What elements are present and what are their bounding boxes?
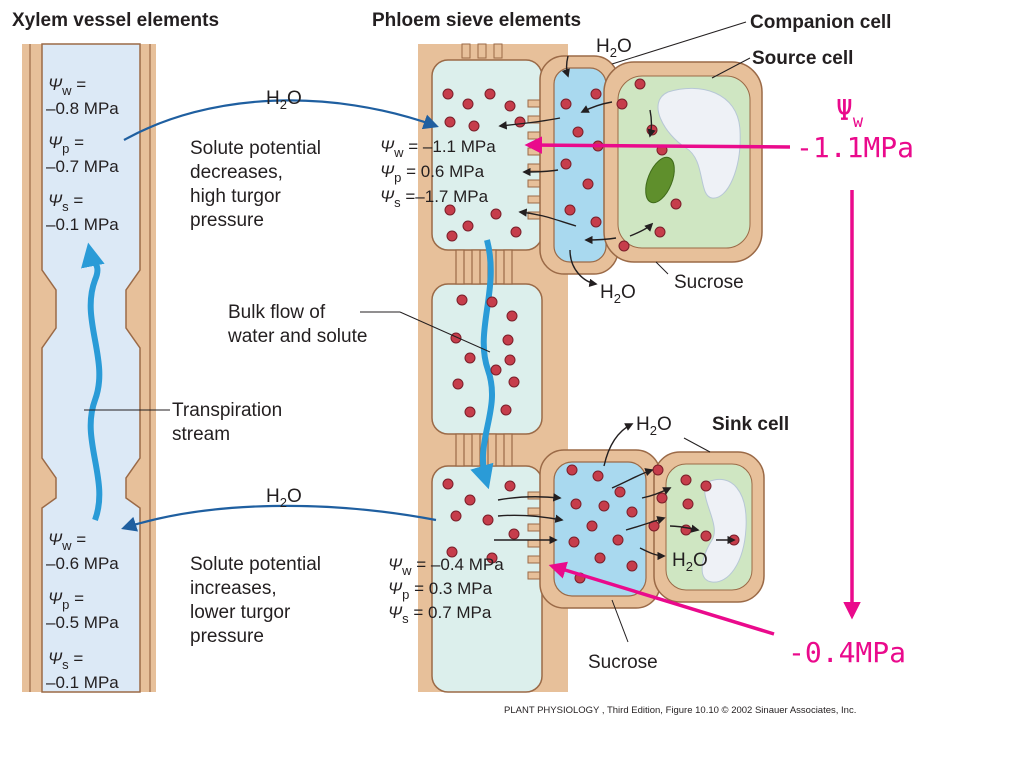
- svg-text:–0.1 MPa: –0.1 MPa: [46, 215, 119, 234]
- h2o-label-companion-bottom: H2O: [600, 282, 636, 306]
- sucrose-molecules: [442, 78, 740, 584]
- svg-text:Ψp = 0.6 MPa: Ψp = 0.6 MPa: [380, 162, 485, 185]
- svg-text:Bulk flow of: Bulk flow of: [228, 302, 326, 323]
- svg-text:stream: stream: [172, 424, 230, 445]
- svg-text:pressure: pressure: [190, 626, 264, 647]
- annotation-psi-w: Ψw: [836, 94, 864, 132]
- xylem-top-values: Ψw = –0.8 MPa Ψp = –0.7 MPa Ψs = –0.1 MP…: [46, 75, 119, 234]
- svg-text:increases,: increases,: [190, 578, 277, 599]
- svg-text:–0.7 MPa: –0.7 MPa: [46, 157, 119, 176]
- svg-text:Ψp =: Ψp =: [48, 133, 84, 156]
- heading-sink: Sink cell: [712, 414, 789, 435]
- h2o-label-top-xylem: H2O: [266, 88, 302, 112]
- h2o-label-sink-bottom: H2O: [672, 550, 708, 574]
- phloem-source-values: Ψw = –1.1 MPa Ψp = 0.6 MPa Ψs =–1.7 MPa: [380, 137, 496, 210]
- sink-vacuole: [701, 478, 747, 583]
- svg-text:Ψw =: Ψw =: [48, 75, 86, 98]
- svg-text:Solute potential: Solute potential: [190, 138, 321, 159]
- source-description: Solute potential decreases, high turgor …: [190, 138, 321, 231]
- annotation-source-value: -1.1MPa: [796, 131, 914, 164]
- sink-cell: [653, 451, 765, 603]
- source-cell: [603, 61, 763, 263]
- heading-xylem: Xylem vessel elements: [12, 10, 219, 31]
- transport-arrows: [494, 55, 736, 561]
- svg-text:Solute potential: Solute potential: [190, 554, 321, 575]
- sucrose-label-source: Sucrose: [674, 272, 744, 293]
- svg-text:Ψs = 0.7 MPa: Ψs = 0.7 MPa: [388, 603, 492, 626]
- svg-text:water and solute: water and solute: [227, 326, 367, 347]
- bulk-flow-stream: [470, 239, 495, 490]
- h2o-label-companion-top: H2O: [596, 36, 632, 60]
- xylem-vessel: [22, 43, 156, 693]
- svg-text:Ψs =–1.7 MPa: Ψs =–1.7 MPa: [380, 187, 489, 210]
- xylem-lumen: [41, 43, 141, 693]
- figure-caption: PLANT PHYSIOLOGY , Third Edition, Figure…: [504, 705, 856, 716]
- svg-text:–0.8 MPa: –0.8 MPa: [46, 99, 119, 118]
- h2o-arrow-to-phloem: [123, 99, 439, 141]
- heading-source: Source cell: [752, 48, 853, 69]
- svg-text:–0.6 MPa: –0.6 MPa: [46, 554, 119, 573]
- svg-text:Ψw = –1.1 MPa: Ψw = –1.1 MPa: [380, 137, 496, 160]
- svg-text:Ψw = –0.4 MPa: Ψw = –0.4 MPa: [388, 555, 504, 578]
- svg-text:Ψw =: Ψw =: [48, 530, 86, 553]
- svg-text:–0.5 MPa: –0.5 MPa: [46, 613, 119, 632]
- svg-text:lower turgor: lower turgor: [190, 602, 291, 623]
- svg-text:Ψp = 0.3 MPa: Ψp = 0.3 MPa: [388, 579, 493, 602]
- svg-text:Transpiration: Transpiration: [172, 400, 282, 421]
- bulk-flow-label: Bulk flow of water and solute: [227, 302, 367, 347]
- sink-description: Solute potential increases, lower turgor…: [190, 554, 321, 647]
- svg-text:high turgor: high turgor: [190, 186, 282, 207]
- transpiration-label: Transpiration stream: [172, 400, 282, 445]
- sucrose-label-sink: Sucrose: [588, 652, 658, 673]
- heading-companion: Companion cell: [750, 12, 891, 33]
- xylem-bottom-values: Ψw = –0.6 MPa Ψp = –0.5 MPa Ψs = –0.1 MP…: [46, 530, 119, 692]
- heading-phloem: Phloem sieve elements: [372, 10, 581, 31]
- h2o-label-bottom-xylem: H2O: [266, 486, 302, 510]
- svg-text:Ψs =: Ψs =: [48, 649, 83, 672]
- svg-text:decreases,: decreases,: [190, 162, 283, 183]
- svg-text:pressure: pressure: [190, 210, 264, 231]
- phloem-sink-values: Ψw = –0.4 MPa Ψp = 0.3 MPa Ψs = 0.7 MPa: [388, 555, 504, 626]
- svg-text:Ψp =: Ψp =: [48, 589, 84, 612]
- annotation-sink-value: -0.4MPa: [788, 636, 906, 669]
- leader-lines: [84, 21, 751, 643]
- svg-text:–0.1 MPa: –0.1 MPa: [46, 673, 119, 692]
- h2o-label-sink-top: H2O: [636, 414, 672, 438]
- svg-text:Ψs =: Ψs =: [48, 191, 83, 214]
- pink-annotation-arrows: [524, 136, 861, 636]
- chloroplast: [645, 156, 675, 204]
- h2o-arrow-to-xylem: [121, 504, 437, 532]
- transpiration-stream: [81, 242, 105, 522]
- source-vacuole: [657, 87, 741, 199]
